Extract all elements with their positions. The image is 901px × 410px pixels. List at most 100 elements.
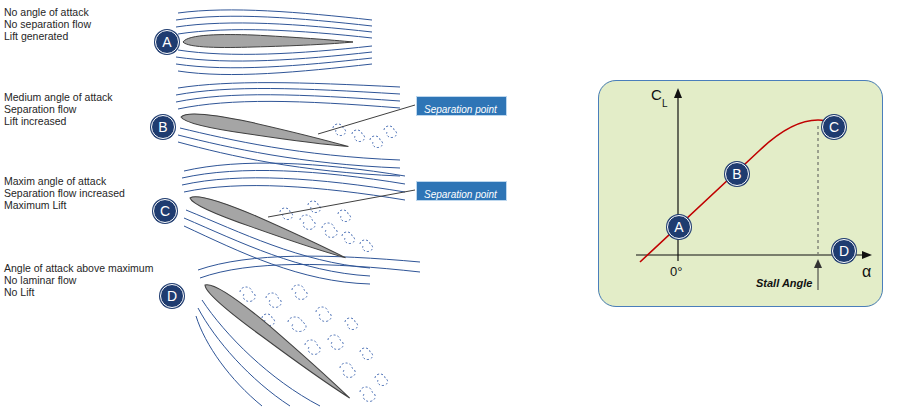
callout-text: Separation point — [424, 104, 497, 116]
eddy — [328, 335, 343, 349]
eddy — [300, 215, 315, 229]
streamline — [198, 256, 420, 270]
eddy — [316, 307, 331, 321]
eddy — [370, 136, 383, 148]
eddy — [360, 387, 375, 401]
eddies — [280, 201, 373, 252]
eddy — [338, 210, 351, 222]
chart-label: α — [862, 264, 871, 280]
eddy — [352, 130, 365, 142]
eddy — [305, 340, 320, 354]
description-text: No angle of attack — [4, 6, 89, 19]
streamline — [178, 10, 372, 20]
chart-label: Stall Angle — [756, 278, 812, 289]
eddy — [308, 201, 321, 213]
streamlines — [176, 83, 400, 176]
letter-circle: D — [160, 284, 184, 308]
eddies — [240, 285, 388, 401]
streamline — [182, 170, 405, 184]
description-text: Maxim angle of attack — [4, 175, 106, 188]
stall-dashed-line — [818, 126, 819, 254]
leader-line — [268, 190, 415, 217]
airfoil — [201, 279, 354, 403]
airfoil — [188, 191, 348, 263]
streamline — [202, 300, 320, 406]
callout-box: Separation point — [416, 181, 507, 201]
eddy — [384, 126, 397, 138]
streamlines — [182, 163, 405, 284]
description-text: No laminar flow — [4, 274, 76, 287]
streamline — [176, 95, 400, 102]
letter-label: B — [158, 120, 167, 134]
streamline — [200, 264, 420, 278]
lift-curve — [640, 120, 833, 262]
eddy — [342, 232, 355, 244]
description-text: Lift generated — [4, 30, 68, 43]
letter-circle: A — [155, 30, 179, 54]
axis-arrowhead — [674, 88, 682, 98]
letter-label: C — [160, 204, 170, 218]
description-text: Lift increased — [4, 115, 66, 128]
streamline — [176, 58, 372, 68]
eddy — [240, 287, 255, 301]
callout-text: Separation point — [424, 189, 497, 201]
letter-label: A — [162, 35, 171, 49]
streamlines — [176, 10, 372, 75]
streamline — [176, 16, 372, 26]
streamline — [176, 88, 400, 95]
eddy — [322, 223, 337, 237]
description-text: No separation flow — [4, 18, 91, 31]
letter-label: D — [839, 244, 849, 258]
streamline — [182, 178, 405, 192]
description-text: Separation flow increased — [4, 187, 125, 200]
eddy — [360, 240, 373, 252]
stall-arrowhead — [814, 259, 822, 268]
streamline — [176, 52, 372, 61]
eddy — [292, 285, 307, 299]
letter-label: D — [167, 289, 177, 303]
description-text: Maximum Lift — [4, 199, 66, 212]
streamline — [186, 210, 370, 268]
airfoils — [180, 35, 355, 403]
eddies — [333, 124, 397, 148]
eddy — [288, 317, 306, 332]
letter-label: B — [732, 167, 741, 181]
chart-panel: CL0°αStall AngleABCD — [598, 80, 883, 307]
eddy — [360, 348, 373, 360]
description-text: Separation flow — [4, 103, 76, 116]
description-text: Angle of attack above maximum — [4, 262, 153, 275]
chart-label: L — [662, 99, 668, 109]
streamline — [176, 23, 372, 32]
letter-circle: B — [151, 115, 175, 139]
eddy — [266, 293, 281, 307]
description-text: Medium angle of attack — [4, 91, 113, 104]
streamlines — [196, 256, 420, 406]
eddy — [340, 363, 355, 377]
letter-label: A — [674, 220, 683, 234]
letter-circle: D — [832, 239, 856, 263]
letter-circle: A — [667, 215, 691, 239]
chart-label: C — [651, 87, 662, 102]
letter-circle: C — [822, 115, 846, 139]
streamline — [178, 101, 400, 109]
description-text: No Lift — [4, 286, 34, 299]
letter-circle: C — [153, 199, 177, 223]
airfoil — [180, 110, 350, 152]
stall-arrow — [818, 266, 819, 290]
x-axis — [636, 254, 864, 255]
airfoil — [183, 35, 353, 48]
eddy — [375, 374, 388, 386]
leader-line — [318, 105, 415, 134]
letter-circle: B — [725, 162, 749, 186]
eddy — [345, 318, 358, 330]
streamline — [184, 163, 405, 176]
callout-box: Separation point — [416, 96, 507, 116]
letter-label: C — [829, 120, 839, 134]
chart-label: 0° — [670, 265, 682, 278]
axis-arrowhead — [862, 251, 872, 259]
eddy — [333, 124, 346, 136]
streamline — [178, 83, 400, 88]
panel-fill — [598, 80, 883, 307]
